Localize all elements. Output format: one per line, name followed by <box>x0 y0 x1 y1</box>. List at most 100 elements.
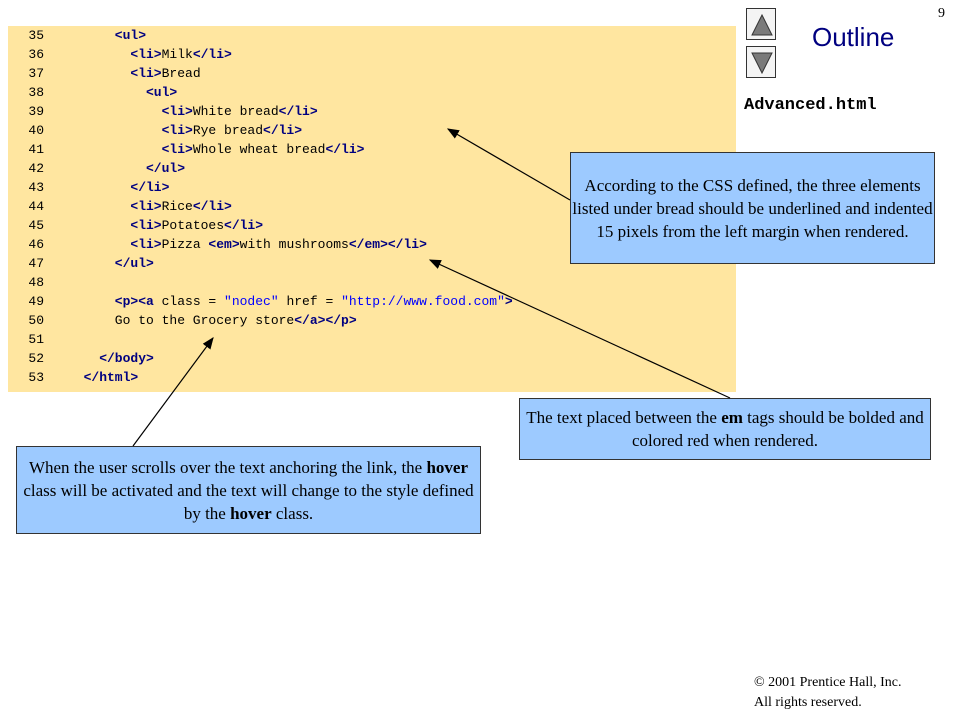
line-number: 41 <box>28 142 44 157</box>
code-line: 52 </body> <box>8 349 736 368</box>
code-tag: </li> <box>192 47 232 62</box>
code-line: 37 <li>Bread <box>8 64 736 83</box>
triangle-up-icon <box>751 13 773 36</box>
code-line: 45 <li>Potatoes</li> <box>8 216 736 235</box>
code-tag: > <box>504 294 513 309</box>
code-tag: </body> <box>99 351 154 366</box>
copyright: © 2001 Prentice Hall, Inc. All rights re… <box>754 673 902 713</box>
code-content: href = <box>278 294 342 309</box>
line-number: 46 <box>28 237 44 252</box>
line-number: 40 <box>28 123 44 138</box>
code-string: "http://www.food.com" <box>341 294 505 309</box>
copyright-line-1: © 2001 Prentice Hall, Inc. <box>754 675 902 690</box>
code-tag: </li> <box>263 123 303 138</box>
callout-hover: When the user scrolls over the text anch… <box>16 446 481 534</box>
code-line: 49 <p><a class = "nodec" href = "http://w… <box>8 292 736 311</box>
code-text: <li>Milk</li> <box>130 45 231 64</box>
line-number: 47 <box>28 256 44 271</box>
code-tag: <li> <box>161 123 193 138</box>
line-number: 38 <box>28 85 44 100</box>
code-text: <ul> <box>146 83 177 102</box>
code-tag: </li> <box>192 199 232 214</box>
code-string: "nodec" <box>224 294 279 309</box>
callout-css-bread: According to the CSS defined, the three … <box>570 152 935 264</box>
file-name: Advanced.html <box>744 96 877 115</box>
code-tag: </li> <box>224 218 264 233</box>
code-tag: </ul> <box>114 256 154 271</box>
triangle-down-icon <box>751 52 773 75</box>
code-tag: </html> <box>83 370 139 385</box>
previous-slide-button[interactable] <box>746 8 776 40</box>
code-line: 44<li>Rice</li> <box>8 197 736 216</box>
outline-title[interactable]: Outline <box>812 22 895 52</box>
code-tag: <li> <box>130 66 162 81</box>
code-text: </li> <box>130 178 169 197</box>
code-content: Rye bread <box>192 123 264 138</box>
code-line: 47 </ul> <box>8 254 736 273</box>
code-content: Bread <box>161 66 201 81</box>
code-text: Go to the Grocery store</a></p> <box>115 311 357 330</box>
code-tag: <li> <box>161 142 193 157</box>
code-tag: </em></li> <box>348 237 427 252</box>
code-text: <li>Rye bread</li> <box>162 121 302 140</box>
callout-css-bread-text: According to the CSS defined, the three … <box>572 175 933 241</box>
code-content: class = <box>153 294 225 309</box>
code-tag: <li> <box>130 47 162 62</box>
line-number: 36 <box>28 47 44 62</box>
arrow-css-bread <box>446 128 571 201</box>
callout-em-tags-text: The text placed between the em tags shou… <box>526 408 924 450</box>
code-tag: <em> <box>208 237 240 252</box>
code-text: <li>Whole wheat bread</li> <box>162 140 365 159</box>
code-line: 40 <li>Rye bread</li> <box>8 121 736 140</box>
code-text: </ul> <box>146 159 185 178</box>
code-tag: <li> <box>161 104 193 119</box>
code-tag: </li> <box>278 104 318 119</box>
line-number: 53 <box>28 370 44 385</box>
code-line: 39 <li>White bread</li> <box>8 102 736 121</box>
callout-hover-text: When the user scrolls over the text anch… <box>23 457 474 523</box>
code-text: <li>Rice</li> <box>130 197 231 216</box>
code-tag: </li> <box>325 142 365 157</box>
code-line: 35 <ul> <box>8 26 736 45</box>
arrow-hover <box>132 337 214 447</box>
code-line: 53 </html> <box>8 368 736 387</box>
code-line: 48 <box>8 273 736 292</box>
line-number: 43 <box>28 180 44 195</box>
code-line: 43 </li> <box>8 178 736 197</box>
line-number: 37 <box>28 66 44 81</box>
code-tag: <li> <box>130 237 162 252</box>
arrow-em-tags <box>428 259 731 399</box>
code-content: Rice <box>161 199 193 214</box>
line-number: 39 <box>28 104 44 119</box>
code-tag: </ul> <box>146 161 186 176</box>
line-number: 45 <box>28 218 44 233</box>
code-text: </html> <box>84 368 139 387</box>
code-line: 46 <li>Pizza <em>with mushrooms</em></li> <box>8 235 736 254</box>
line-number: 35 <box>28 28 44 43</box>
code-text: <li>Pizza <em>with mushrooms</em></li> <box>130 235 426 254</box>
line-number: 52 <box>28 351 44 366</box>
copyright-line-2: All rights reserved. <box>754 695 862 710</box>
code-tag: <li> <box>130 218 162 233</box>
code-line: 51 <box>8 330 736 349</box>
code-tag: <p><a <box>114 294 154 309</box>
code-text: <p><a class = "nodec" href = "http://www… <box>115 292 513 311</box>
code-tag: </a></p> <box>294 313 357 328</box>
code-line: 36 <li>Milk</li> <box>8 45 736 64</box>
code-content: Potatoes <box>161 218 225 233</box>
code-line: 42</ul> <box>8 159 736 178</box>
code-text: </ul> <box>115 254 154 273</box>
code-line: 41 <li>Whole wheat bread</li> <box>8 140 736 159</box>
code-text: <ul> <box>115 26 146 45</box>
code-content: with mushrooms <box>239 237 349 252</box>
code-tag: <ul> <box>146 85 178 100</box>
line-number: 49 <box>28 294 44 309</box>
code-content: White bread <box>192 104 279 119</box>
line-number: 48 <box>28 275 44 290</box>
next-slide-button[interactable] <box>746 46 776 78</box>
code-content: Pizza <box>161 237 209 252</box>
code-text: <li>Potatoes</li> <box>130 216 263 235</box>
code-tag: </li> <box>130 180 170 195</box>
